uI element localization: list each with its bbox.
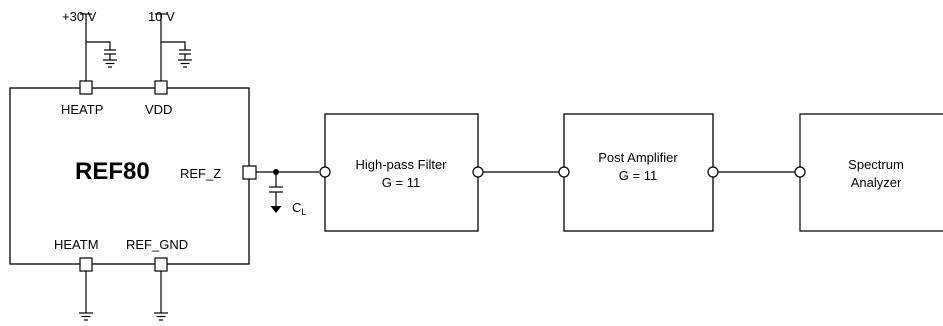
vdd-pin-label: VDD: [145, 102, 172, 117]
heatp-pin: [79, 80, 93, 95]
load-capacitor: CL: [269, 172, 306, 217]
ref-z-pin-group: REF_Z: [180, 165, 257, 181]
ref-z-pin: [242, 165, 257, 180]
filter-input-port: [319, 166, 331, 178]
post-amplifier-block: Post Amplifier G = 11: [558, 113, 719, 232]
filter-gain: G = 11: [382, 175, 420, 190]
heatm-ground-icon: [79, 312, 93, 321]
analyzer-name-line2: Analyzer: [851, 175, 902, 190]
chip-name: REF80: [75, 158, 150, 185]
filter-output-port: [472, 166, 484, 178]
load-capacitor-ground-icon: [270, 206, 282, 213]
high-pass-filter-block: High-pass Filter G = 11: [319, 113, 484, 232]
ref-gnd-pin: [154, 257, 168, 272]
load-capacitor-label: CL: [292, 200, 306, 217]
analyzer-name-line1: Spectrum: [848, 157, 904, 172]
heatp-supply-label: +30 V: [62, 9, 97, 24]
ref-gnd-pin-group: REF_GND: [126, 237, 188, 321]
heatm-pin: [79, 257, 93, 272]
ref-gnd-pin-label: REF_GND: [126, 237, 188, 252]
heatm-pin-label: HEATM: [54, 237, 99, 252]
heatp-decoupling-ground-icon: [103, 59, 117, 68]
analyzer-input-port: [794, 166, 806, 178]
vdd-pin: [154, 80, 168, 95]
vdd-pin-group: 10 V VDD: [145, 9, 192, 117]
amp-output-port: [707, 166, 719, 178]
ref-gnd-ground-icon: [154, 312, 168, 321]
amp-gain: G = 11: [619, 168, 657, 183]
ref-z-pin-label: REF_Z: [180, 166, 221, 181]
heatp-pin-group: +30 V HEATP: [61, 9, 117, 117]
vdd-decoupling-ground-icon: [178, 59, 192, 68]
spectrum-analyzer-block: Spectrum Analyzer: [794, 113, 943, 232]
heatm-pin-group: HEATM: [54, 237, 99, 321]
amp-input-port: [558, 166, 570, 178]
filter-name: High-pass Filter: [355, 157, 447, 172]
heatp-pin-label: HEATP: [61, 102, 103, 117]
ref80-chip-body: [9, 87, 250, 265]
vdd-supply-label: 10 V: [148, 9, 175, 24]
amp-name: Post Amplifier: [598, 150, 678, 165]
